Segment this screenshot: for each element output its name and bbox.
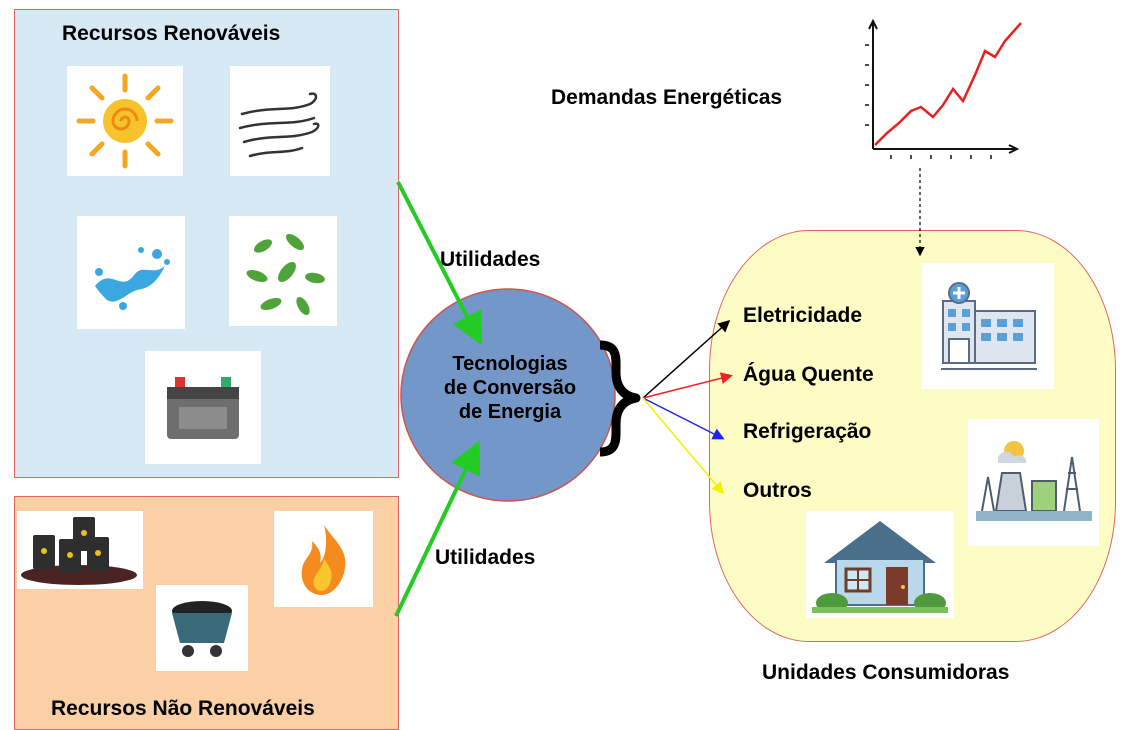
utilities-label-top: Utilidades	[440, 248, 541, 271]
renewable-resources-panel: Recursos Renováveis	[14, 9, 399, 478]
arrow-others	[642, 397, 724, 495]
output-hot-water: Água Quente	[743, 363, 874, 386]
battery-icon	[145, 351, 261, 464]
output-others: Outros	[743, 479, 812, 502]
arrow-hot-water	[642, 372, 733, 399]
non-renewable-resources-panel: Recursos Não Renováveis	[14, 496, 399, 730]
renewable-resources-title: Recursos Renováveis	[62, 22, 281, 45]
output-cooling: Refrigeração	[743, 420, 872, 443]
sun-icon	[67, 66, 183, 176]
utilities-arrow-top	[396, 181, 482, 346]
wind-icon	[230, 66, 330, 176]
hospital-building-icon	[921, 263, 1054, 389]
non-renewable-resources-title: Recursos Não Renováveis	[51, 697, 315, 720]
oil-barrels-icon	[17, 511, 143, 589]
leaves-icon	[229, 216, 337, 326]
energy-demands-title: Demandas Energéticas	[551, 86, 783, 109]
water-splash-icon	[77, 216, 185, 329]
demand-chart-image	[845, 5, 1025, 165]
arrow-electricity	[642, 320, 731, 399]
output-electricity: Eletricidade	[743, 304, 863, 327]
coal-cart-icon	[156, 585, 248, 671]
house-icon	[806, 511, 954, 618]
fire-icon	[274, 511, 373, 607]
arrow-cooling	[642, 397, 725, 440]
utilities-arrow-bottom	[394, 440, 481, 617]
utilities-label-bottom: Utilidades	[435, 546, 536, 569]
consumer-units-title: Unidades Consumidoras	[762, 661, 1010, 684]
output-brace	[599, 340, 641, 457]
conversion-technologies-label: Tecnologias de Conversão de Energia	[443, 353, 577, 423]
power-plant-icon	[968, 419, 1099, 546]
